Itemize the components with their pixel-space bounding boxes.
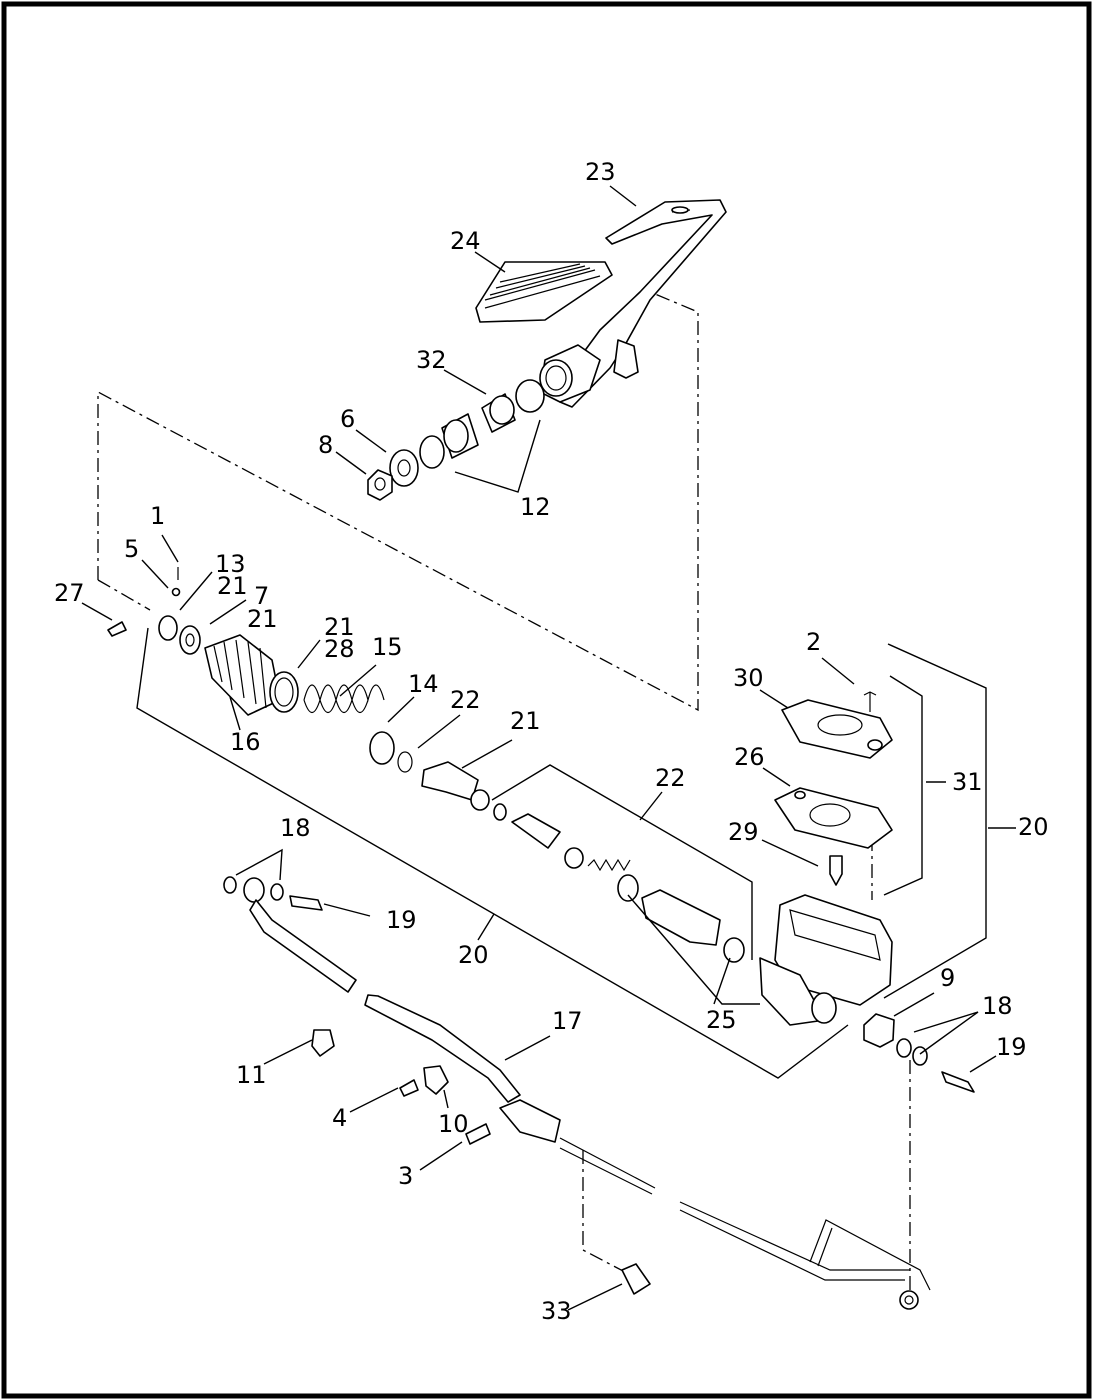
callout-21-d: 21 — [510, 707, 541, 735]
piston-assembly — [511, 813, 745, 963]
callout-33: 33 — [541, 1297, 572, 1325]
callout-24: 24 — [450, 227, 481, 255]
callout-21-b: 21 — [247, 605, 278, 633]
callout-22-b: 22 — [655, 764, 686, 792]
callout-21-c: 21 — [324, 613, 355, 641]
callout-20-left: 20 — [458, 941, 489, 969]
boot-retainer-and-spring — [269, 671, 413, 773]
callout-3: 3 — [398, 1162, 413, 1190]
dashed-assembly-lines — [97, 293, 911, 1290]
callout-20-right: 20 — [1018, 813, 1049, 841]
callout-18-left: 18 — [280, 814, 311, 842]
callout-22-a: 22 — [450, 686, 481, 714]
callout-23: 23 — [585, 158, 616, 186]
callout-14: 14 — [408, 670, 439, 698]
callout-6: 6 — [340, 405, 355, 433]
callout-18-right: 18 — [982, 992, 1013, 1020]
clevis-pin-and-retainers — [107, 567, 201, 655]
callout-labels: 1 2 3 4 5 6 7 8 9 10 11 12 13 14 15 16 1… — [54, 158, 1049, 1325]
callout-32: 32 — [416, 346, 447, 374]
brake-pedal-arm — [539, 199, 727, 408]
pedal-bushings — [367, 379, 545, 501]
callout-21-a: 21 — [217, 572, 248, 600]
rubber-boot — [204, 634, 281, 716]
callout-13: 13 — [215, 550, 246, 578]
callout-29: 29 — [728, 818, 759, 846]
callout-8: 8 — [318, 431, 333, 459]
callout-17: 17 — [552, 1007, 583, 1035]
bracket-lines — [136, 627, 987, 1079]
callout-4: 4 — [332, 1104, 347, 1132]
callout-27: 27 — [54, 579, 85, 607]
callout-9: 9 — [940, 964, 955, 992]
small-hardware — [311, 1029, 651, 1295]
callout-2: 2 — [806, 628, 821, 656]
brake-hose — [223, 876, 521, 1103]
reservoir-cover — [781, 691, 893, 759]
callout-12: 12 — [520, 493, 551, 521]
reservoir-diaphragm — [774, 787, 893, 886]
callout-19-right: 19 — [996, 1033, 1027, 1061]
callout-26: 26 — [734, 743, 765, 771]
master-cylinder-body — [759, 894, 893, 1026]
callout-11: 11 — [236, 1061, 267, 1089]
callout-1: 1 — [150, 502, 165, 530]
callout-30: 30 — [733, 664, 764, 692]
leader-lines — [81, 185, 1016, 1311]
brake-line — [499, 1099, 931, 1310]
callout-16: 16 — [230, 728, 261, 756]
callout-7: 7 — [254, 582, 269, 610]
callout-28: 28 — [324, 635, 355, 663]
pushrod — [421, 761, 507, 821]
callout-10: 10 — [438, 1110, 469, 1138]
callout-19-left: 19 — [386, 906, 417, 934]
callout-5: 5 — [124, 535, 139, 563]
pedal-pad — [475, 261, 613, 323]
callout-31: 31 — [952, 768, 983, 796]
callout-25: 25 — [706, 1006, 737, 1034]
callout-15: 15 — [372, 633, 403, 661]
banjo-hardware-right — [863, 1013, 975, 1093]
